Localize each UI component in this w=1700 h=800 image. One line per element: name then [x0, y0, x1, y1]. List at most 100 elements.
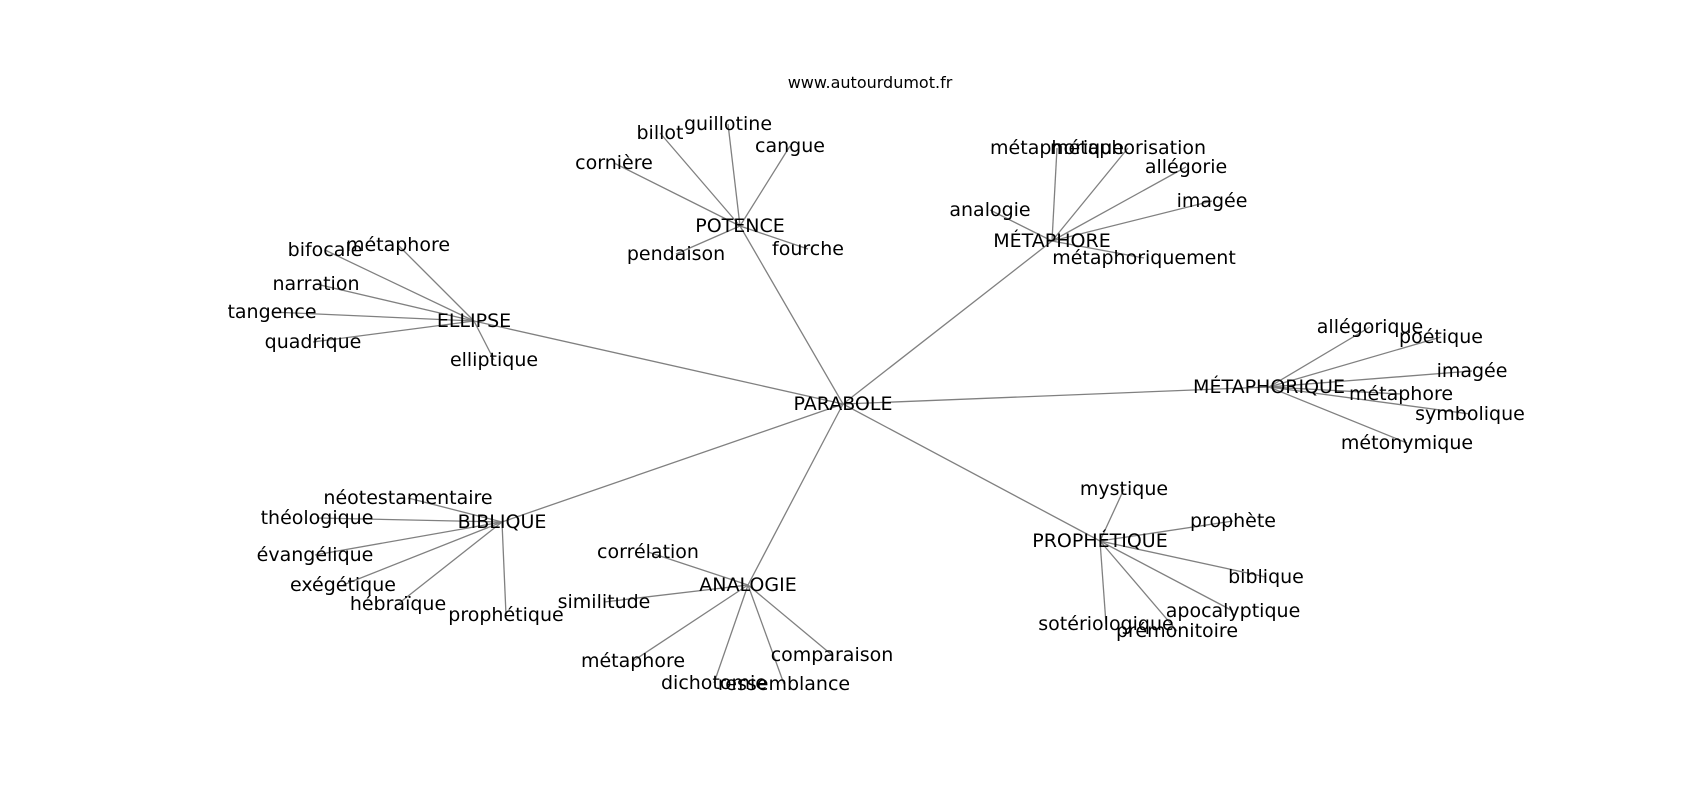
edge-group-3-word-5 — [1268, 386, 1408, 444]
edge-center-1 — [842, 240, 1053, 405]
word-node-label: évangélique — [257, 544, 374, 566]
word-node-label: poétique — [1399, 326, 1483, 348]
word-node-label: métaphore — [1349, 383, 1453, 405]
word-node-label: mystique — [1080, 478, 1168, 500]
word-node-label: elliptique — [450, 349, 538, 371]
word-node-label: allégorique — [1317, 316, 1423, 338]
edge-group-6-word-3 — [1099, 540, 1234, 612]
edge-group-0-word-3 — [613, 162, 741, 227]
word-node-label: fourche — [772, 238, 844, 260]
edge-group-3-word-1 — [1268, 336, 1442, 388]
edge-center-5 — [747, 403, 844, 586]
edge-group-2-word-2 — [315, 283, 475, 322]
graph-title: www.autourdumot.fr — [788, 73, 953, 92]
group-node-label: POTENCE — [695, 215, 785, 237]
edge-group-5-word-1 — [603, 584, 749, 603]
edge-group-4-word-0 — [407, 497, 503, 523]
edge-group-4-word-5 — [501, 521, 507, 616]
word-node-label: allégorie — [1145, 156, 1227, 178]
word-node-label: comparaison — [771, 644, 894, 666]
edge-group-2-word-0 — [324, 249, 475, 322]
word-node-label: pendaison — [627, 243, 725, 265]
word-node-label: dichotomie — [661, 672, 767, 694]
edge-center-4 — [501, 403, 844, 523]
edge-group-6-word-2 — [1099, 540, 1267, 578]
word-node-label: prémonitoire — [1116, 620, 1238, 642]
edge-group-2-word-1 — [397, 244, 475, 322]
edge-group-5-word-2 — [632, 584, 749, 662]
edge-group-0-word-2 — [739, 145, 791, 227]
word-node-label: prophète — [1190, 510, 1276, 532]
edge-group-1-word-4 — [989, 209, 1053, 242]
edge-center-6 — [842, 403, 1101, 542]
edge-group-3-word-2 — [1268, 370, 1473, 388]
center-node-label: PARABOLE — [794, 393, 893, 415]
edge-group-5-word-4 — [747, 584, 785, 685]
word-node-label: quadrique — [265, 331, 362, 353]
edge-group-6-word-4 — [1099, 540, 1107, 625]
edge-group-1-word-1 — [1051, 147, 1129, 242]
word-node-label: métaphorique — [990, 137, 1124, 159]
word-node-label: tangence — [227, 301, 316, 323]
edge-group-4-word-2 — [314, 521, 503, 556]
group-node-label: ELLIPSE — [437, 310, 511, 332]
word-node-label: métaphoriquement — [1052, 247, 1236, 269]
group-node-label: PROPHÉTIQUE — [1032, 529, 1167, 552]
edge-group-0-word-5 — [739, 225, 809, 250]
word-node-label: narration — [272, 273, 359, 295]
edge-group-3-word-4 — [1268, 386, 1471, 415]
edge-group-4-word-1 — [316, 517, 503, 523]
edge-group-6-word-1 — [1099, 520, 1234, 542]
word-node-label: ressemblance — [718, 673, 850, 695]
group-node-label: MÉTAPHORIQUE — [1193, 375, 1345, 398]
word-node-label: cornière — [575, 152, 653, 174]
edge-group-0-word-0 — [659, 132, 741, 227]
word-node-label: prophétique — [448, 604, 563, 626]
edge-group-5-word-0 — [647, 551, 749, 586]
word-node-label: métaphore — [581, 650, 685, 672]
group-node-label: MÉTAPHORE — [993, 229, 1110, 252]
word-node-label: analogie — [949, 199, 1030, 221]
word-node-label: théologique — [261, 507, 374, 529]
word-node-label: symbolique — [1415, 403, 1525, 425]
edge-group-1-word-0 — [1051, 147, 1058, 242]
word-node-label: métaphorisation — [1050, 137, 1206, 159]
edge-group-2-word-5 — [473, 320, 495, 361]
edge-group-0-word-1 — [727, 123, 741, 227]
word-node-label: sotériologique — [1038, 613, 1173, 635]
edge-group-5-word-5 — [747, 584, 833, 656]
word-node-label: corrélation — [597, 541, 699, 563]
word-node-label: imagée — [1177, 190, 1248, 212]
edge-group-3-word-3 — [1268, 386, 1402, 395]
edges — [271, 123, 1473, 685]
word-node-label: métonymique — [1341, 432, 1473, 454]
word-node-label: néotestamentaire — [323, 487, 492, 509]
word-node-label: guillotine — [684, 113, 772, 135]
word-node-label: cangue — [755, 135, 825, 157]
edge-group-2-word-3 — [271, 311, 475, 322]
edge-group-2-word-4 — [312, 320, 475, 343]
edge-center-0 — [739, 225, 844, 405]
edge-group-1-word-2 — [1051, 166, 1187, 242]
word-node-label: bifocale — [288, 239, 363, 261]
edge-group-6-word-5 — [1099, 540, 1178, 632]
word-node-label: similitude — [558, 591, 651, 613]
edge-group-5-word-3 — [713, 584, 749, 684]
edge-group-4-word-4 — [397, 521, 503, 605]
word-node-label: apocalyptique — [1166, 600, 1301, 622]
group-node-label: ANALOGIE — [699, 574, 796, 596]
edge-center-3 — [842, 386, 1270, 405]
word-node-label: imagée — [1437, 360, 1508, 382]
edge-group-3-word-0 — [1268, 326, 1371, 388]
edge-group-6-word-0 — [1099, 488, 1125, 542]
edge-group-1-word-5 — [1051, 240, 1145, 259]
group-node-label: BIBLIQUE — [458, 511, 547, 533]
edge-center-2 — [473, 320, 844, 405]
edge-group-0-word-4 — [675, 225, 741, 255]
word-node-label: hébraïque — [350, 593, 446, 615]
edge-group-4-word-3 — [342, 521, 503, 586]
edge-group-1-word-3 — [1051, 200, 1213, 242]
word-node-label: billot — [637, 122, 684, 144]
word-node-label: métaphore — [346, 234, 450, 256]
